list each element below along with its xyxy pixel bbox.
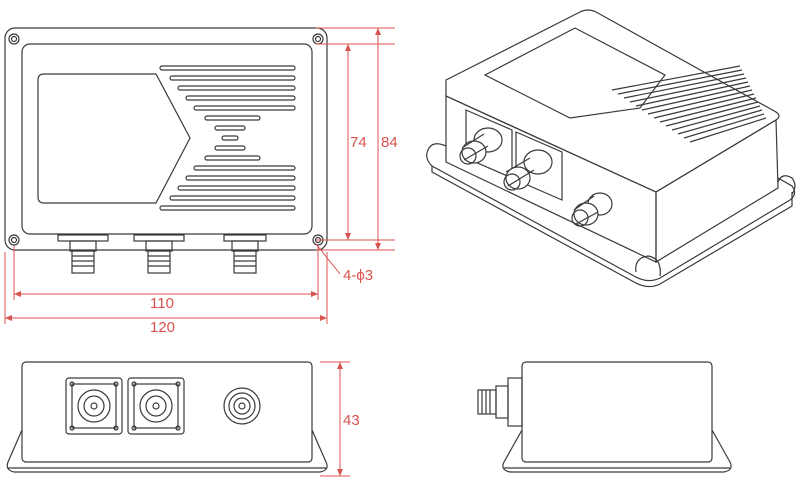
vent-slot [214,125,246,131]
vent-slot [214,145,246,151]
iso-vent-slot [635,81,749,107]
dim-120-label: 120 [150,319,175,336]
dim-84-label: 84 [381,134,398,151]
vent-slot [169,75,296,81]
iso-vent-slot [629,77,747,103]
front-connector-n-icon [127,377,185,435]
iso-connector-icon [459,127,503,165]
front-view [6,361,328,473]
top-flange-outline [4,27,328,251]
iso-mount-ear [635,255,661,277]
top-body-outline [21,43,313,235]
dim-43-label: 43 [343,412,360,429]
vent-slots [159,65,296,211]
vent-slot [193,165,296,171]
iso-vent-slot [671,105,761,131]
vent-slot [177,85,296,91]
label-area [37,73,191,204]
iso-vent-slot [689,117,767,143]
side-body [521,361,713,463]
iso-vent-slot [647,89,753,115]
vent-slot [169,195,296,201]
dim-110-label: 110 [150,295,174,312]
iso-vent-slot [677,109,763,135]
front-body [21,361,313,463]
top-view [4,27,328,274]
dimension-lines [4,27,395,477]
iso-vent-slot [611,65,741,91]
front-connector-round-icon [223,387,261,425]
top-connectors [57,234,267,274]
iso-vent-slot [665,101,759,127]
vent-slot [159,65,296,71]
front-flange [6,429,328,473]
vent-slot [159,205,296,211]
iso-right-face [655,118,779,264]
vent-slot [185,95,296,101]
dimension-labels: 74 84 4-ϕ3 110 120 43 [150,134,398,429]
iso-connector-icon [571,192,613,227]
iso-label-area [483,27,666,119]
iso-vent-slot [641,85,751,111]
iso-flange [426,149,796,282]
vent-slot [185,175,296,181]
iso-vent-slot [659,97,757,123]
iso-connector-icon [503,149,553,191]
iso-top-face [445,9,780,193]
vent-slot [204,155,261,161]
vent-slot [193,105,296,111]
iso-connector-plate-2 [515,131,563,201]
iso-vent-slot [617,69,743,95]
iso-vent-slot [653,93,755,119]
iso-vent-slots [611,65,767,143]
side-connector-icon [477,377,523,427]
side-flange [502,429,732,473]
isometric-view [426,9,796,288]
front-connector-n-icon [65,377,123,435]
iso-vent-slot [623,73,745,99]
dim-holes-label: 4-ϕ3 [343,267,373,284]
dim-74-label: 74 [350,134,367,151]
vent-slot [204,115,261,121]
vent-slot [177,185,296,191]
vent-slot [221,135,239,141]
iso-vent-slot [683,113,765,139]
side-view [477,361,732,473]
